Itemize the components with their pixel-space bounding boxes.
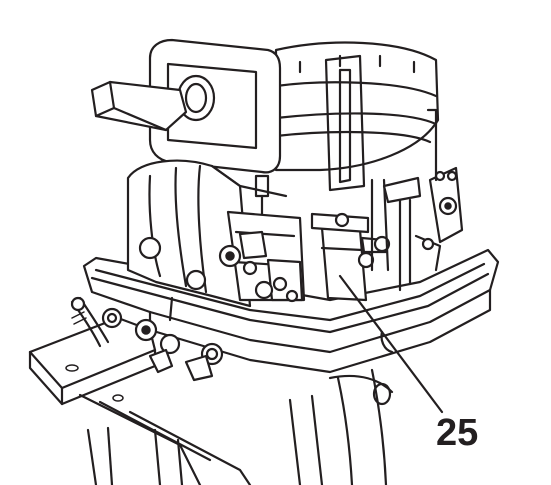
engine-block	[126, 159, 288, 308]
callout-number-label: 25	[436, 412, 479, 454]
mounting-bracket	[28, 316, 394, 485]
starter-grip	[90, 80, 188, 132]
carburettor-assembly	[218, 174, 306, 303]
starter-handle-housing	[148, 38, 282, 174]
throttle-linkage	[370, 108, 464, 292]
fuel-filter-part-25	[310, 212, 391, 302]
callout-leader-line	[338, 274, 444, 414]
flywheel-cover	[274, 41, 440, 192]
side-fittings	[70, 296, 224, 382]
